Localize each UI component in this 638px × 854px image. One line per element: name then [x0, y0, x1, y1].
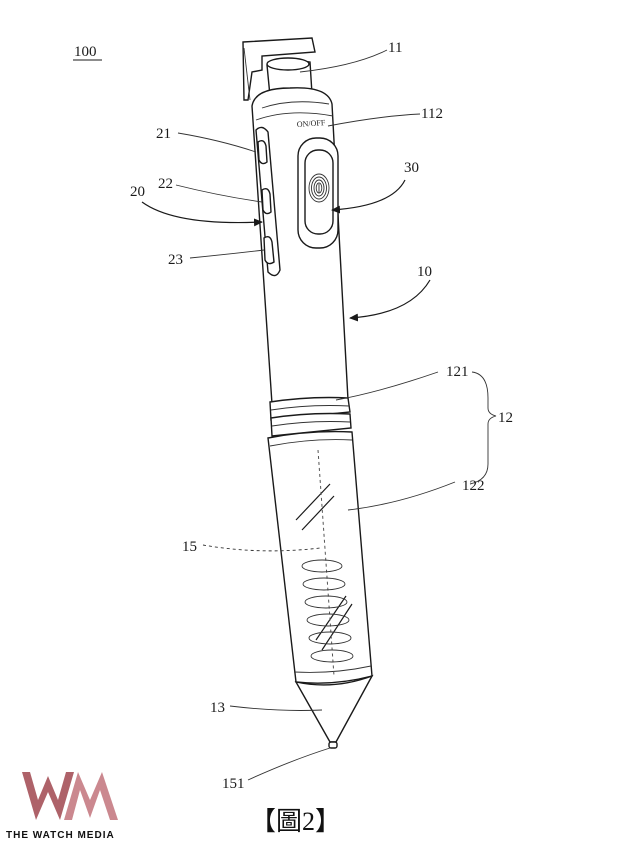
lower-barrel-bottom — [293, 665, 372, 673]
label-22: 22 — [158, 176, 173, 192]
pen-clip — [242, 37, 316, 101]
arrow-20 — [141, 201, 263, 227]
label-21: 21 — [156, 126, 171, 142]
leader-lines — [175, 49, 497, 781]
barrel-ring-line — [255, 112, 334, 121]
top-button-face — [266, 57, 310, 71]
inner-core — [317, 449, 335, 677]
reference-number-100: 100 — [74, 44, 97, 60]
arrow-10 — [349, 279, 431, 322]
label-112: 112 — [421, 106, 443, 122]
label-13: 13 — [210, 700, 225, 716]
arrow-30 — [331, 179, 406, 214]
side-button-21 — [257, 139, 268, 165]
arrows — [141, 179, 431, 322]
label-20: 20 — [130, 184, 145, 200]
on-off-text: ON/OFF — [297, 118, 327, 129]
barrel-top-line — [261, 101, 330, 109]
watermark-text: THE WATCH MEDIA — [6, 830, 115, 841]
lower-barrel — [267, 430, 373, 684]
side-button-22 — [261, 187, 272, 215]
figure-caption: 【圖2】 — [250, 807, 341, 836]
fingerprint-icon — [308, 173, 330, 203]
label-10: 10 — [417, 264, 432, 280]
label-121: 121 — [446, 364, 469, 380]
label-23: 23 — [168, 252, 183, 268]
nib-151 — [328, 741, 338, 749]
label-30: 30 — [404, 160, 419, 176]
label-12: 12 — [498, 410, 513, 426]
spring — [301, 559, 354, 663]
watermark-logo — [22, 772, 118, 820]
pen-drawing: ON/OFF — [242, 37, 374, 749]
label-122: 122 — [462, 478, 485, 494]
side-button-23 — [263, 235, 275, 265]
grip-rings — [269, 396, 352, 437]
label-151: 151 — [222, 776, 245, 792]
clip-edge — [243, 47, 251, 101]
cone-tip — [294, 674, 374, 743]
label-11: 11 — [388, 40, 402, 56]
label-15: 15 — [182, 539, 197, 555]
reference-labels: 11 112 21 22 20 30 23 10 121 12 122 15 1… — [130, 40, 513, 792]
lower-barrel-top — [269, 439, 353, 447]
